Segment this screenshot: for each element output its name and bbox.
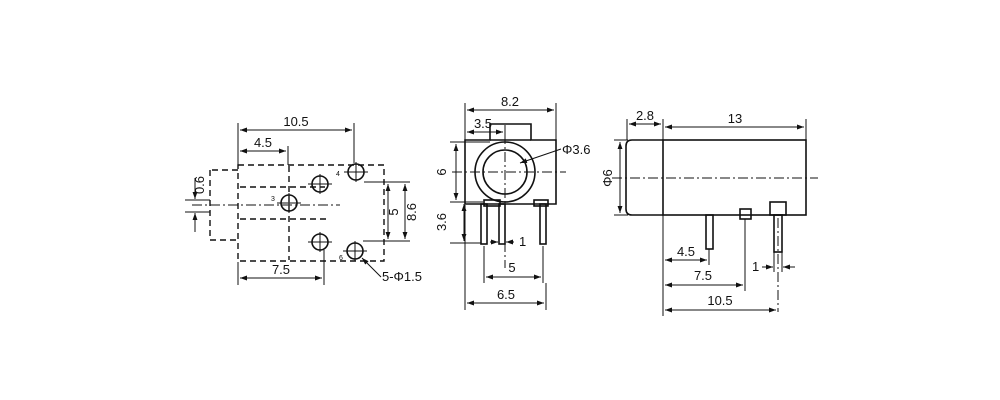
dim-label: 8.2 (501, 94, 519, 109)
dim-label: 4.5 (254, 135, 272, 150)
dim-label: Φ6 (600, 169, 615, 187)
pin (705, 214, 714, 250)
dim-label: 5 (508, 260, 515, 275)
dim-label: Φ3.6 (562, 142, 590, 157)
dim-label: 0.6 (192, 176, 207, 194)
dim-label: 2.8 (636, 108, 654, 123)
pin-base (483, 199, 501, 207)
dim-label: 6.5 (497, 287, 515, 302)
front-view-body (464, 123, 557, 205)
dim-label: 1 (752, 259, 759, 274)
front-view: 8.2 3.5 Φ3.6 6 3.6 1 5 6.5 (434, 94, 590, 310)
dim-label: 6 (434, 168, 449, 175)
pin (480, 203, 488, 245)
dim-label: 8.6 (404, 203, 419, 221)
dim-label: 7.5 (694, 268, 712, 283)
pin-number: 3 (271, 196, 275, 203)
bottom-view-outline (237, 164, 385, 262)
pin-tab (739, 208, 752, 220)
side-view: 2.8 13 Φ6 4.5 7.5 1 10.5 (600, 108, 818, 316)
dim-label: 3.6 (434, 213, 449, 231)
bottom-view: 4 3 6 10.5 4.5 0.6 5 8.6 7.5 5-Φ1.5 (185, 114, 422, 285)
pin-number: 6 (339, 255, 343, 262)
dim-label: 5 (386, 208, 401, 215)
pin-number: 4 (336, 171, 340, 178)
hole-spec-label: 5-Φ1.5 (382, 269, 422, 284)
pin (498, 203, 506, 245)
dim-label: 10.5 (707, 293, 732, 308)
pin (539, 203, 547, 245)
dim-label: 4.5 (677, 244, 695, 259)
dim-label: 3.5 (474, 116, 492, 131)
dim-label: 7.5 (272, 262, 290, 277)
pin-base (533, 199, 549, 207)
dim-label: 13 (728, 111, 742, 126)
dim-label: 10.5 (283, 114, 308, 129)
pin-base (769, 201, 787, 216)
dim-label: 1 (519, 234, 526, 249)
